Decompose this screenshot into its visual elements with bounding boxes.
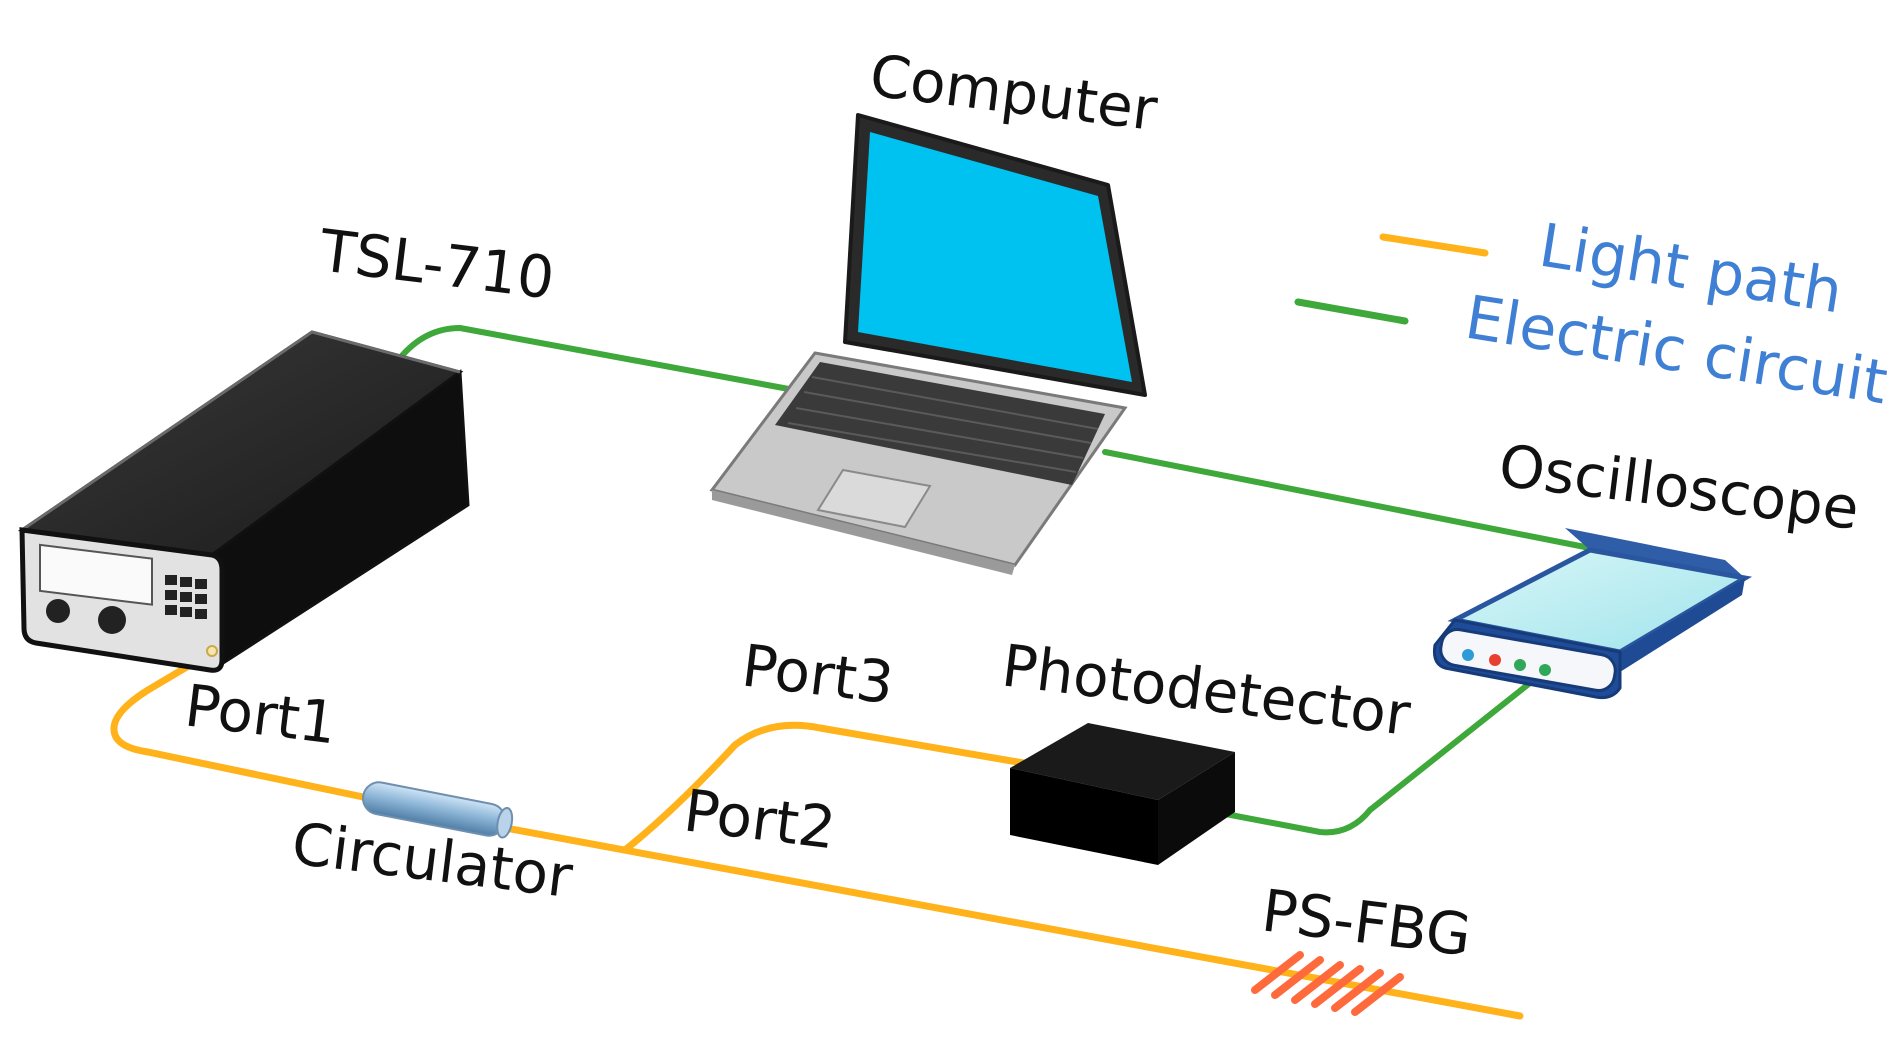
fbg-grating-icon bbox=[1251, 951, 1404, 1016]
wire-photodetector-to-oscilloscope bbox=[1212, 672, 1543, 836]
laptop-screen bbox=[858, 132, 1132, 382]
legend: Light path Electric circuit bbox=[1294, 211, 1887, 418]
fiber-laser-to-circulator bbox=[110, 648, 372, 802]
port3-label: Port3 bbox=[738, 631, 897, 717]
photodetector-box-icon bbox=[1010, 723, 1235, 865]
legend-light-swatch bbox=[1379, 233, 1489, 257]
psfbg-label: PS-FBG bbox=[1258, 876, 1475, 969]
wire-computer-to-oscilloscope bbox=[1102, 449, 1593, 551]
photodetector-label: Photodetector bbox=[998, 631, 1414, 749]
oscilloscope-icon bbox=[1433, 528, 1753, 700]
circulator-cylinder-icon bbox=[362, 781, 514, 839]
port2-label: Port2 bbox=[680, 776, 839, 862]
oscilloscope-label: Oscilloscope bbox=[1495, 431, 1862, 543]
wire-laser-to-computer bbox=[397, 325, 808, 395]
port1-label: Port1 bbox=[181, 671, 340, 757]
fiber-port3-to-photodetector bbox=[621, 721, 1039, 854]
electric-wires bbox=[397, 325, 1593, 836]
laptop-icon bbox=[709, 113, 1147, 575]
light-paths bbox=[110, 648, 1524, 1020]
fiber-circulator-to-fbg bbox=[496, 823, 1524, 1020]
legend-electric-swatch bbox=[1294, 298, 1409, 325]
laser-source-icon bbox=[17, 330, 470, 673]
tsl-label: TSL-710 bbox=[315, 216, 558, 312]
